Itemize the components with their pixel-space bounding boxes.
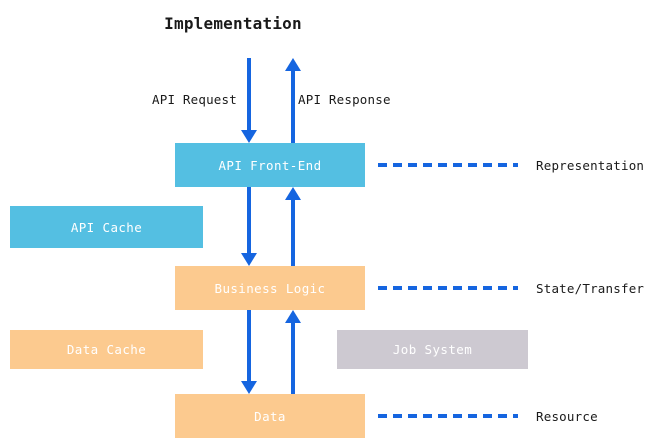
arrow-shaft — [247, 187, 251, 255]
arrow-api-request-down — [241, 58, 257, 143]
arrow-frontend-to-business-down — [241, 187, 257, 266]
arrow-head — [285, 58, 301, 71]
annotation-resource: Resource — [378, 408, 664, 424]
annotation-label-resource: Resource — [536, 408, 598, 424]
box-job-system[interactable]: Job System — [337, 330, 528, 369]
box-label: Data — [254, 408, 286, 424]
dashed-connector-line — [378, 286, 518, 290]
box-label: Job System — [392, 342, 473, 357]
box-label: Data Cache — [66, 342, 147, 357]
annotation-state-transfer: State/Transfer — [378, 280, 664, 296]
flow-label-api-request: API Request — [152, 92, 237, 107]
dashed-connector-line — [378, 414, 518, 418]
box-label: Business Logic — [214, 280, 326, 296]
arrow-data-to-business-up — [285, 310, 301, 394]
arrow-shaft — [291, 69, 295, 143]
flow-label-api-response: API Response — [298, 92, 391, 107]
box-data[interactable]: Data — [175, 394, 365, 438]
arrow-business-to-frontend-up — [285, 187, 301, 266]
arrow-head — [241, 130, 257, 143]
box-api-cache[interactable]: API Cache — [10, 206, 203, 248]
arrow-shaft — [291, 198, 295, 266]
page-title: Implementation — [164, 14, 302, 33]
arrow-head — [285, 187, 301, 200]
box-label: API Front-End — [218, 157, 322, 173]
annotation-representation: Representation — [378, 157, 664, 173]
annotation-label-representation: Representation — [536, 157, 645, 173]
arrow-business-to-data-down — [241, 310, 257, 394]
dashed-connector-line — [378, 163, 518, 167]
arrow-head — [241, 253, 257, 266]
arrow-head — [241, 381, 257, 394]
box-data-cache[interactable]: Data Cache — [10, 330, 203, 369]
arrow-shaft — [247, 310, 251, 383]
arrow-shaft — [247, 58, 251, 132]
box-api-frontend[interactable]: API Front-End — [175, 143, 365, 187]
box-business-logic[interactable]: Business Logic — [175, 266, 365, 310]
box-label: API Cache — [70, 219, 143, 235]
annotation-label-state-transfer: State/Transfer — [536, 280, 645, 296]
arrow-head — [285, 310, 301, 323]
arrow-api-response-up — [285, 58, 301, 143]
arrow-shaft — [291, 321, 295, 394]
